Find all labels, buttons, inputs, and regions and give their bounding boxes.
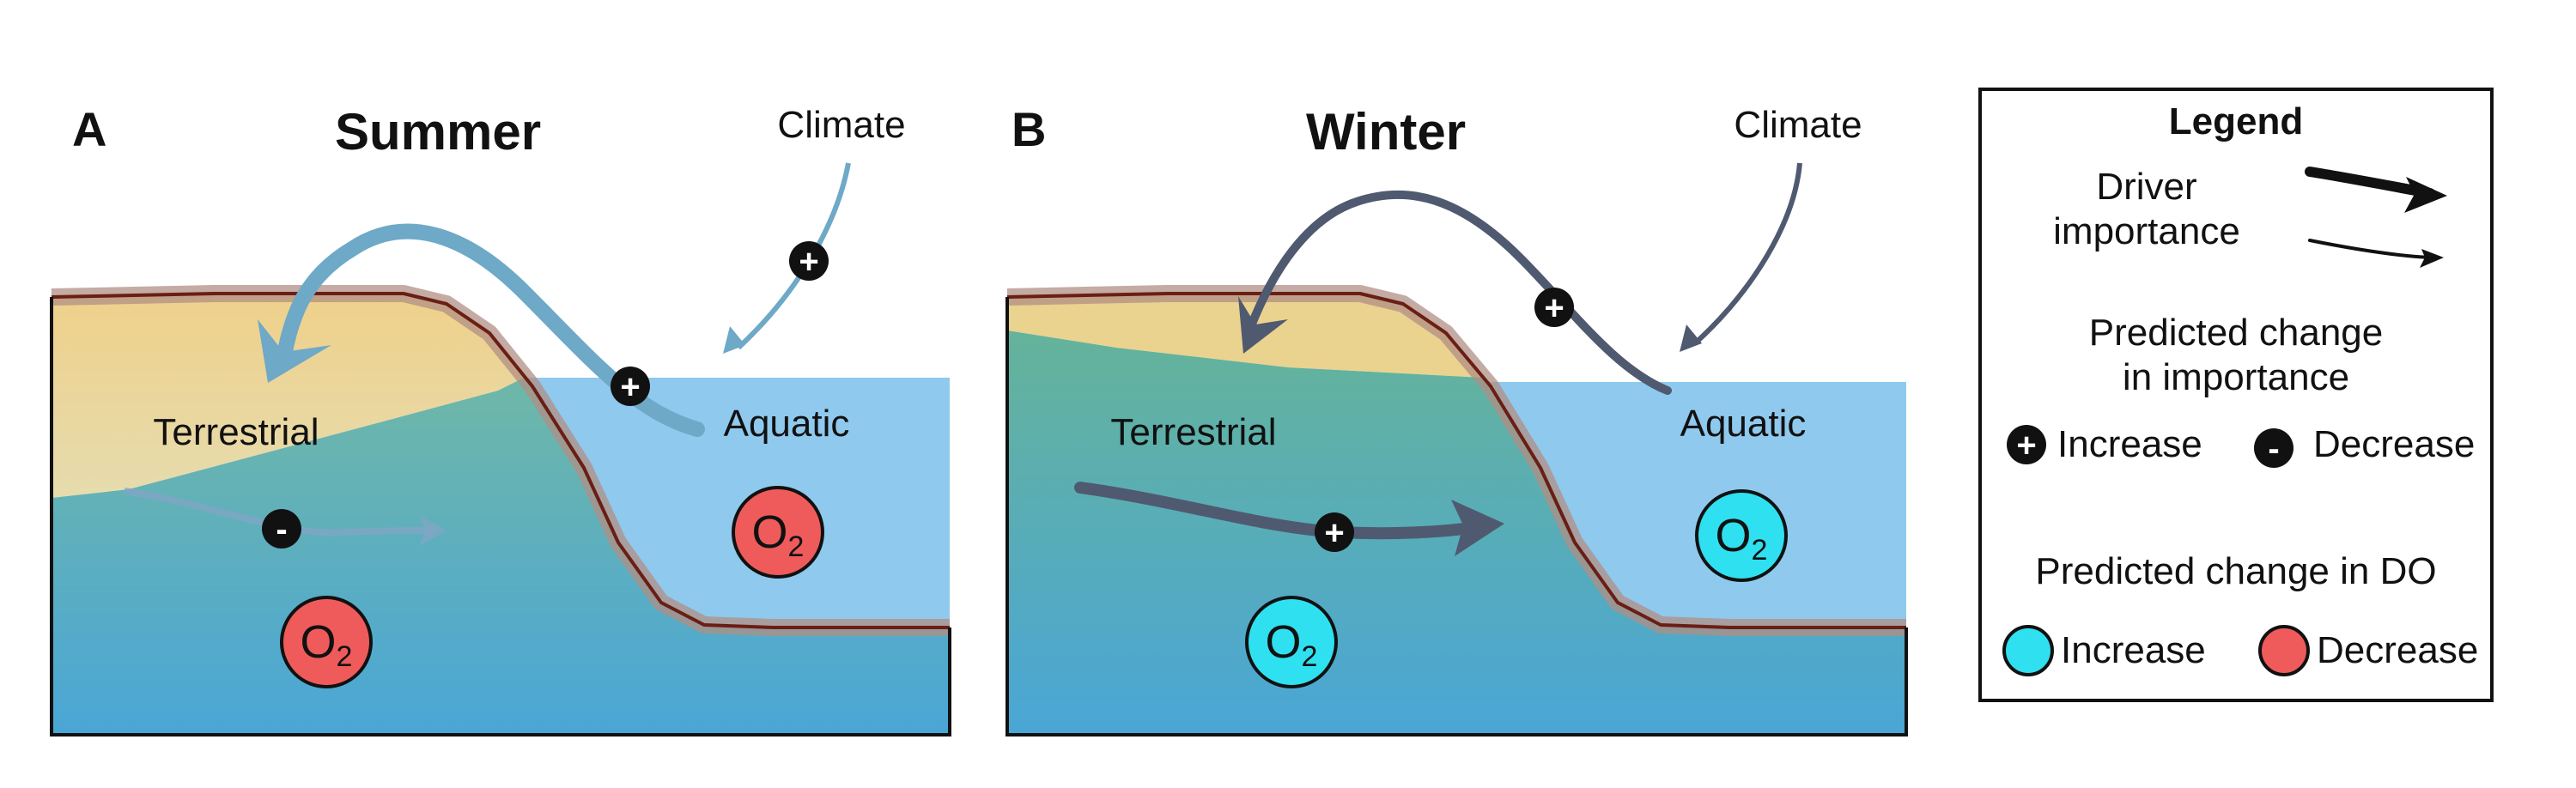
panel-a-outline [50,297,951,736]
groundwater-flow-arrow-a [124,488,434,536]
terrestrial-soil-a [52,292,524,498]
legend-strong-driver-arrowhead [2404,177,2447,213]
legend-increase-importance-label: Increase [2057,423,2202,465]
aquatic-label-a: Aquatic [724,403,850,445]
legend-increase-sign: + [2007,425,2046,464]
groundwater-flow-arrowhead-b [1451,500,1504,556]
sign-circle [1315,512,1354,552]
climate-label-b: Climate [1734,104,1862,146]
legend-change-importance-line1: Predicted change [2089,312,2383,354]
aquatic-water-b [1473,382,1906,627]
o2-circle [280,596,373,688]
o2-circle [1695,489,1788,582]
climate-label-a: Climate [777,104,905,146]
panel-b-outline [1005,297,1908,736]
sign-groundwater-a: - [262,509,301,549]
climate-to-aquatic-arrowhead-a [723,326,745,354]
terrestrial-label-b: Terrestrial [1110,411,1276,453]
sign-text: + [2016,427,2036,464]
legend-weak-driver-arrow [2308,239,2432,259]
sign-circle [789,241,829,281]
o2-circle [732,486,824,579]
panel-b: + + O2 O2 B Winter Climate Terrestrial A… [1005,102,1908,736]
ground-surface-line-a [51,292,950,629]
o2-label: O2 [752,506,805,563]
terrestrial-do-indicator-a: O2 [280,596,373,688]
groundwater-a [52,378,950,735]
legend-change-do-title: Predicted change in DO [2035,550,2436,592]
minus-sign-icon [2254,428,2293,468]
legend-do-decrease-label: Decrease [2317,629,2478,671]
sign-aquatic-to-terrestrial-b: + [1534,288,1574,327]
legend-do-decrease-swatch [2258,625,2310,676]
sign-text: - [2268,430,2279,468]
legend-driver-line2: importance [2053,210,2240,252]
aquatic-label-b: Aquatic [1680,403,1807,445]
aquatic-to-terrestrial-arrowhead-a [258,319,331,383]
legend-weak-driver-arrowhead [2420,249,2444,268]
legend-do-increase-label: Increase [2061,629,2206,671]
plus-sign-icon [2007,425,2046,464]
panel-title-b: Winter [1306,103,1466,161]
aquatic-to-terrestrial-arrow-b [1245,190,1672,395]
sign-text: + [1324,514,1344,552]
ground-surface-line-b [1006,292,1906,629]
legend: Legend Driver importance Predicted chang… [1978,88,2494,702]
sign-climate-a: + [789,241,829,281]
sign-text: + [620,368,640,406]
legend-driver-line1: Driver [2096,166,2196,208]
panel-title-a: Summer [335,103,541,161]
o2-label: O2 [301,616,353,673]
aquatic-to-terrestrial-arrowhead-b [1238,296,1288,354]
legend-do-increase-swatch [2002,625,2054,676]
o2-label: O2 [1716,510,1768,567]
legend-change-importance-line2: in importance [2123,356,2349,398]
terrestrial-label-a: Terrestrial [153,411,319,453]
climate-to-aquatic-arrowhead-b [1680,324,1702,352]
sign-circle [611,367,650,406]
aquatic-do-indicator-a: O2 [732,486,824,579]
sign-text: + [799,243,818,281]
sign-circle [1534,288,1574,327]
panel-letter-a: A [72,102,106,156]
aquatic-water-a [515,378,950,627]
legend-title: Legend [2169,100,2303,142]
sign-aquatic-to-terrestrial-a: + [611,367,650,406]
o2-label: O2 [1266,616,1318,673]
legend-decrease-importance-label: Decrease [2313,423,2475,465]
legend-decrease-sign: - [2254,428,2293,468]
terrestrial-do-indicator-b: O2 [1245,596,1338,688]
sign-groundwater-b: + [1315,512,1354,552]
o2-circle [1245,596,1338,688]
sign-text: - [276,511,287,549]
groundwater-flow-arrowhead-a [419,515,447,546]
sign-circle [262,509,301,549]
panel-a: + + - O2 O2 A Summer Climate Terrestrial… [50,102,951,736]
aquatic-do-indicator-b: O2 [1695,489,1788,582]
panel-letter-b: B [1012,102,1046,156]
sign-text: + [1544,289,1564,327]
climate-to-aquatic-arrow-b [1692,162,1802,346]
